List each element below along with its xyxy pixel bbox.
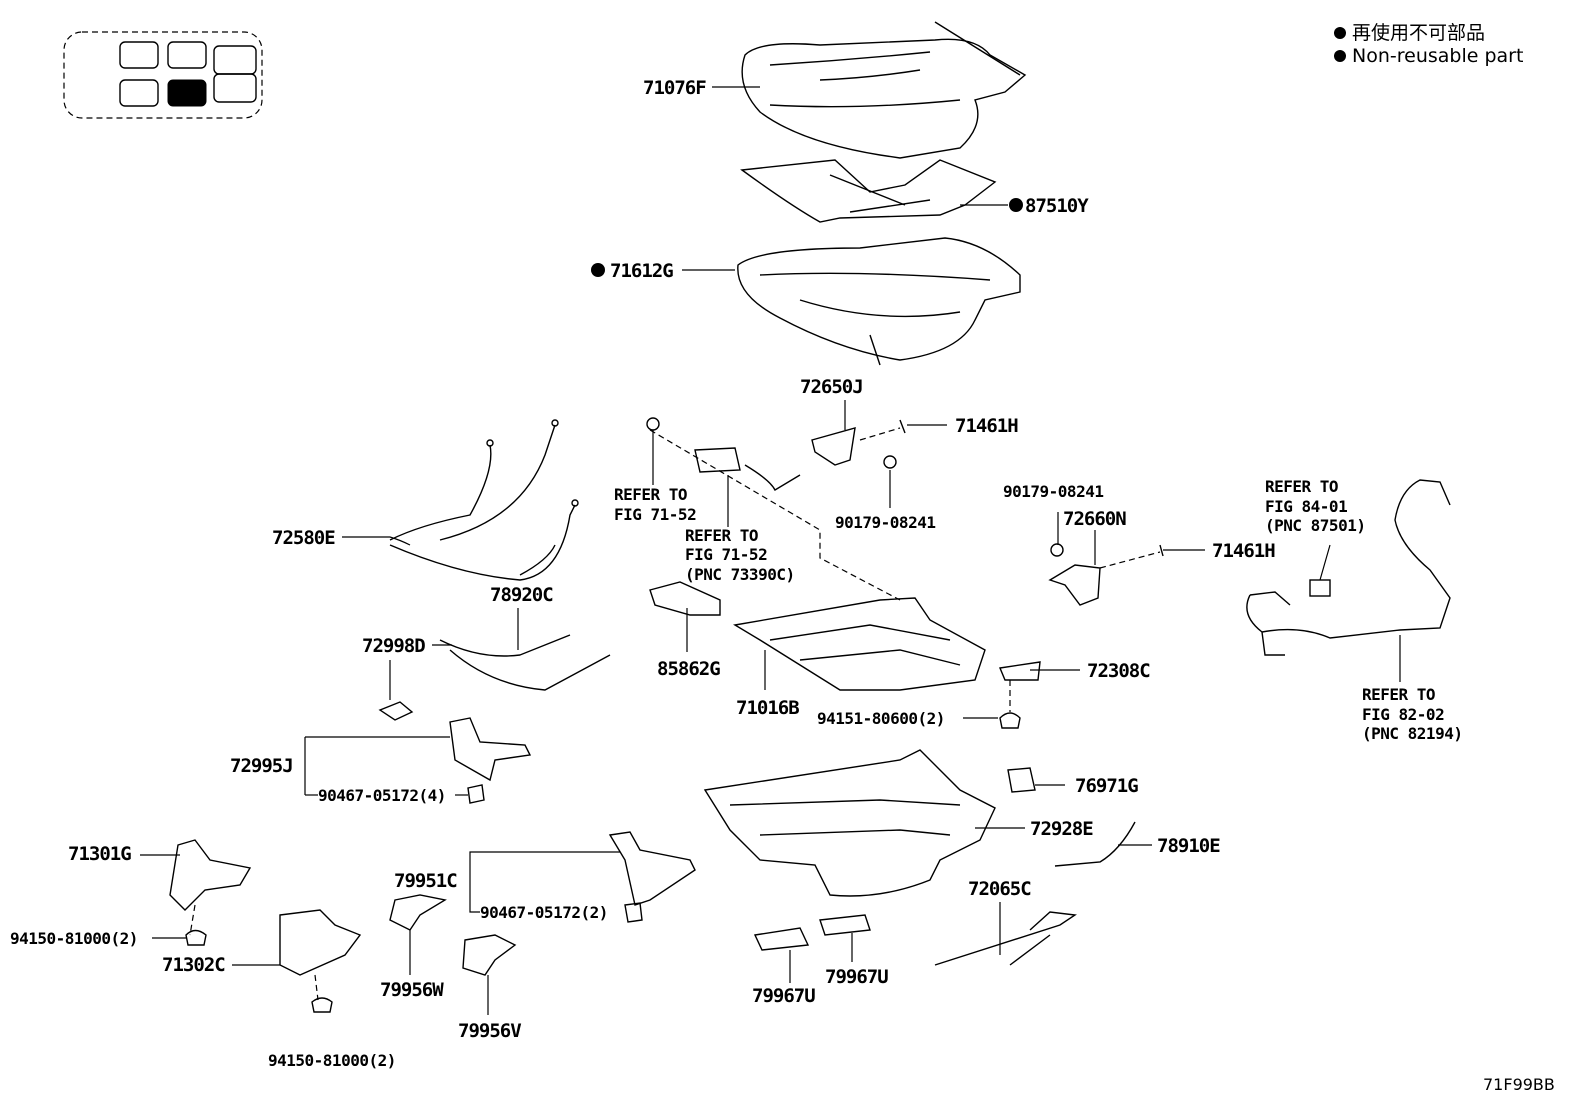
part-label-79967U: 79967U: [825, 966, 888, 988]
reference-line: FIG 82-02: [1362, 705, 1444, 724]
leader-lines: [140, 86, 1401, 1015]
reference-line: REFER TO: [1265, 477, 1338, 496]
reference-callout: REFER TO FIG 71-52: [614, 485, 697, 524]
assembly-guide-line: [649, 429, 901, 601]
pad-drawing: [649, 581, 721, 616]
part-label-72928E: 72928E: [1030, 818, 1093, 840]
part-label-79956W: 79956W: [380, 979, 444, 1001]
reference-line: REFER TO: [685, 526, 758, 545]
non-reusable-marker-icon: [1009, 198, 1023, 212]
rod-drawing: [934, 911, 1077, 966]
bracket-drawing: [999, 661, 1041, 729]
part-label-71076F: 71076F: [643, 77, 706, 99]
part-label-72065C: 72065C: [968, 878, 1031, 900]
legend: 再使用不可部品 Non-reusable part: [1334, 22, 1523, 67]
non-reusable-bullet-icon: [1334, 50, 1346, 62]
seat-heater-drawing: [740, 159, 997, 223]
part-label-79951C: 79951C: [394, 870, 457, 892]
part-label-71461H: 71461H: [955, 415, 1018, 437]
part-label-90467-05172: 90467-05172(4): [318, 786, 446, 805]
side-cover-drawing: [449, 717, 532, 804]
seat-cover-drawing: [741, 21, 1027, 159]
reference-callout: REFER TO FIG 71-52 (PNC 73390C): [685, 526, 795, 584]
cover-set-drawing: [389, 831, 871, 976]
part-label-71461H: 71461H: [1212, 540, 1275, 562]
part-label-79967U: 79967U: [752, 985, 815, 1007]
assembly-guide-line: [1099, 551, 1161, 569]
part-label-72308C: 72308C: [1087, 660, 1150, 682]
part-label-94150-81000: 94150-81000(2): [10, 929, 138, 948]
seat-cushion-pad-drawing: [737, 237, 1021, 366]
part-label-78910E: 78910E: [1157, 835, 1220, 857]
reference-line: REFER TO: [614, 485, 687, 504]
part-label-87510Y: 87510Y: [1025, 195, 1089, 217]
seat-frame-drawing: [733, 597, 986, 691]
recliner-cover-drawing: [646, 417, 1164, 606]
reference-callout: REFER TO FIG 84-01 (PNC 87501): [1265, 477, 1366, 535]
part-label-72998D: 72998D: [362, 635, 425, 657]
part-label-90467-05172: 90467-05172(2): [480, 903, 608, 922]
part-label-71612G: 71612G: [610, 260, 673, 282]
part-label-94150-81000: 94150-81000(2): [268, 1051, 396, 1070]
wire-drawing: [1054, 821, 1136, 867]
seat-locator-icon: [63, 31, 263, 119]
part-label-94151-80600: 94151-80600(2): [817, 709, 945, 728]
part-label-72650J: 72650J: [800, 376, 863, 398]
hinge-drawing: [169, 839, 362, 1013]
reference-line: REFER TO: [1362, 685, 1435, 704]
part-label-79956V: 79956V: [458, 1020, 521, 1042]
part-label-90179-08241: 90179-08241: [1003, 482, 1103, 501]
part-label-85862G: 85862G: [657, 658, 720, 680]
release-cable-drawing: [378, 634, 611, 721]
assembly-guide-line: [859, 427, 901, 441]
non-reusable-marker-icon: [591, 263, 605, 277]
reference-line: (PNC 87501): [1265, 516, 1365, 535]
part-label-71302C: 71302C: [162, 954, 225, 976]
reference-line: FIG 84-01: [1265, 497, 1347, 516]
reference-line: (PNC 82194): [1362, 724, 1462, 743]
part-label-71016B: 71016B: [736, 697, 799, 719]
reference-line: (PNC 73390C): [685, 565, 795, 584]
wire-harness-drawing: [1246, 479, 1451, 656]
non-reusable-bullet-icon: [1334, 27, 1346, 39]
reference-callout: REFER TO FIG 82-02 (PNC 82194): [1362, 685, 1463, 743]
legend-japanese: 再使用不可部品: [1352, 22, 1485, 44]
seat-pan-drawing: [703, 749, 996, 897]
figure-code: 71F99BB: [1483, 1075, 1555, 1094]
legend-english: Non-reusable part: [1352, 45, 1523, 67]
seat-cable-drawing: [389, 419, 579, 581]
part-label-72580E: 72580E: [272, 527, 335, 549]
part-label-72995J: 72995J: [230, 755, 293, 777]
part-label-72660N: 72660N: [1063, 508, 1126, 530]
part-label-76971G: 76971G: [1075, 775, 1138, 797]
part-label-78920C: 78920C: [490, 584, 553, 606]
reference-line: FIG 71-52: [614, 505, 696, 524]
part-label-90179-08241: 90179-08241: [835, 513, 935, 532]
clip-drawing: [1007, 767, 1036, 793]
reference-line: FIG 71-52: [685, 545, 767, 564]
part-label-71301G: 71301G: [68, 843, 131, 865]
